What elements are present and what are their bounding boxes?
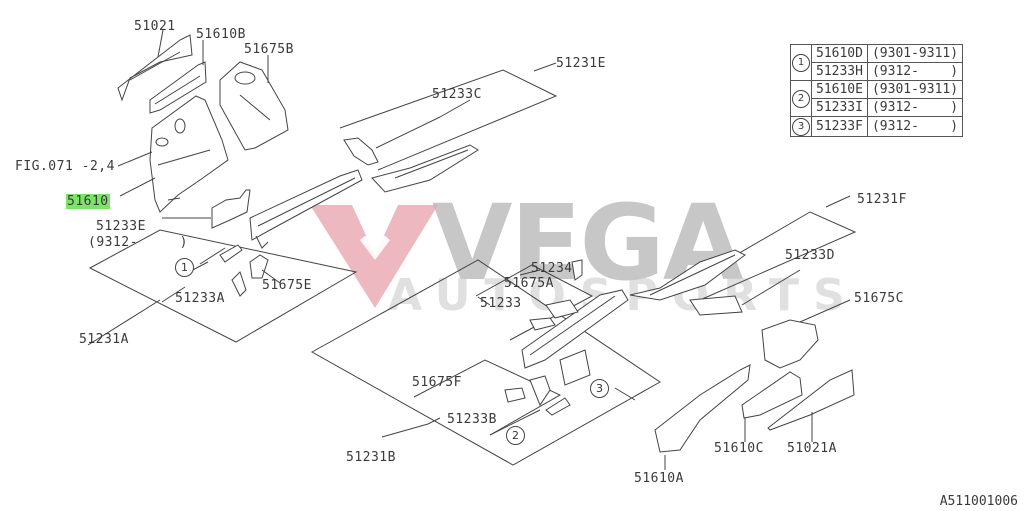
- label-51233B: 51233B: [447, 412, 497, 427]
- label-51021: 51021: [134, 19, 176, 34]
- label-51231E: 51231E: [556, 56, 606, 71]
- legend-part: 51610D: [811, 44, 868, 63]
- legend-range: (9312- ): [866, 98, 964, 117]
- legend-row: 2 51610E (9301-9311): [790, 80, 964, 117]
- label-51610A: 51610A: [634, 471, 684, 486]
- legend-range: (9312- ): [866, 62, 964, 81]
- label-51233C: 51233C: [432, 87, 482, 102]
- label-51675F: 51675F: [412, 375, 462, 390]
- part-51610B-shape: [149, 61, 207, 114]
- legend-symbol-cell: 3: [790, 116, 812, 137]
- legend-part: 51233F: [811, 116, 868, 137]
- legend-part: 51233I: [811, 98, 868, 117]
- legend-part: 51233H: [811, 62, 868, 81]
- part-51675B-shape: [219, 61, 289, 151]
- document-id: A511001006: [939, 494, 1018, 509]
- label-fig-071: FIG.071 -2,4: [15, 159, 115, 174]
- label-51675A: 51675A: [504, 276, 554, 291]
- legend-range: (9301-9311): [866, 44, 964, 63]
- label-51233D: 51233D: [785, 248, 835, 263]
- callout-1: 1: [175, 258, 194, 277]
- label-51675B: 51675B: [244, 42, 294, 57]
- label-51233: 51233: [480, 296, 522, 311]
- callout-2-symbol: 2: [792, 90, 810, 108]
- label-51021A: 51021A: [787, 441, 837, 456]
- legend-row: 51233I (9312- ): [791, 98, 964, 117]
- legend-symbol-cell: 2: [790, 80, 812, 117]
- legend-part: 51610E: [811, 80, 868, 99]
- label-51233E: 51233E: [96, 219, 146, 234]
- legend-row: 1 51610D (9301-9311): [790, 44, 964, 81]
- label-51675C: 51675C: [854, 291, 904, 306]
- label-51233E-date: (9312- ): [88, 235, 188, 250]
- label-51610C: 51610C: [714, 441, 764, 456]
- legend-row: 51233H (9312- ): [791, 62, 964, 81]
- label-51231B: 51231B: [346, 450, 396, 465]
- legend-symbol-cell: 1: [790, 44, 812, 81]
- label-51234: 51234: [531, 261, 573, 276]
- part-51021-shape: [117, 34, 193, 102]
- part-51610-shape: [149, 95, 229, 213]
- vega-logo-mark-icon: [310, 205, 438, 308]
- callout-3: 3: [590, 379, 609, 398]
- label-51610B: 51610B: [196, 27, 246, 42]
- legend-range: (9301-9311): [866, 80, 964, 99]
- label-51610-highlighted[interactable]: 51610: [66, 194, 110, 209]
- label-51675E: 51675E: [262, 278, 312, 293]
- legend-range: (9312- ): [866, 116, 964, 137]
- label-51231A: 51231A: [79, 332, 129, 347]
- label-51231F: 51231F: [857, 192, 907, 207]
- legend-table: 1 51610D (9301-9311) 51233H (9312- ) 2 5…: [790, 44, 964, 137]
- highlighted-part-51610: 51610: [66, 194, 110, 209]
- legend-row: 3 51233F (9312- ): [790, 116, 964, 137]
- callout-2: 2: [506, 426, 525, 445]
- callout-3-symbol: 3: [792, 118, 810, 136]
- callout-1-symbol: 1: [792, 54, 810, 72]
- label-51233A: 51233A: [175, 291, 225, 306]
